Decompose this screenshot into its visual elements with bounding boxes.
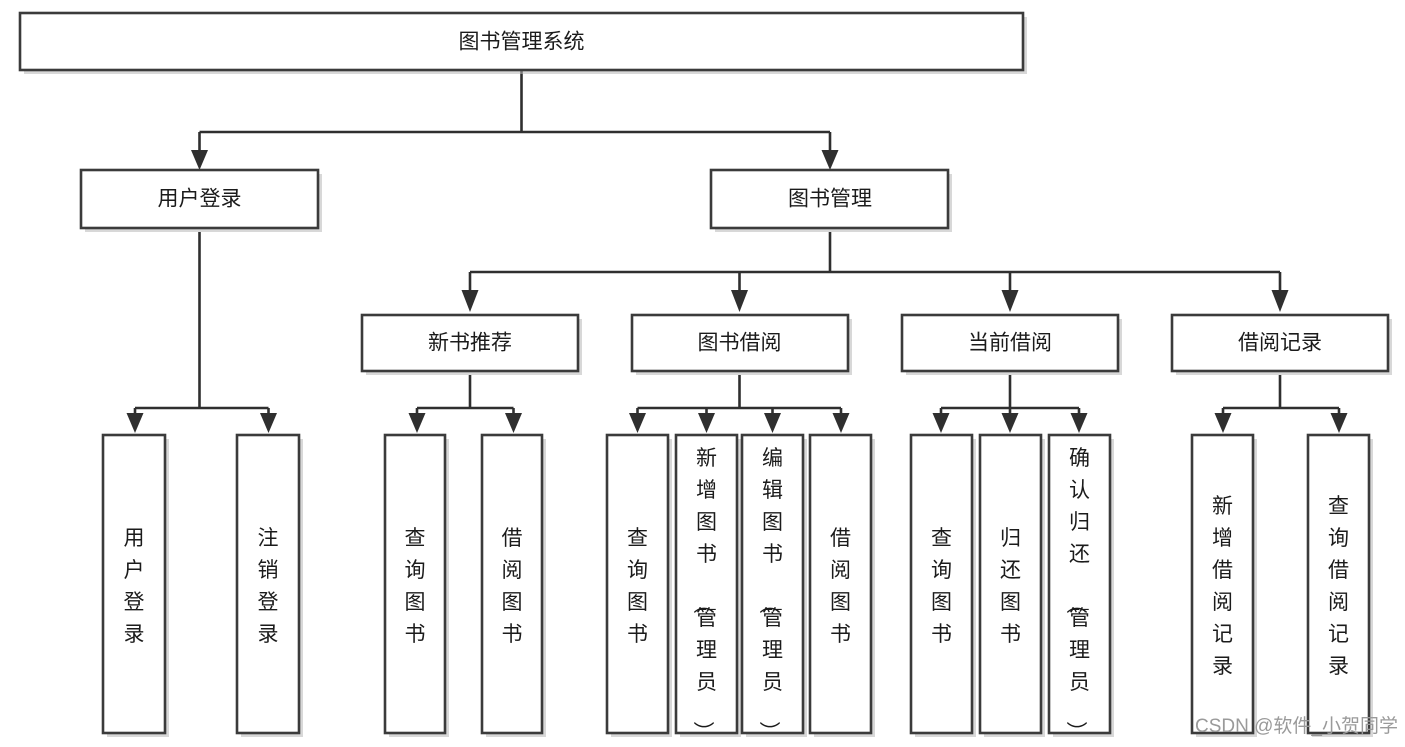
- node-leaf-query-record-label: 查询借阅记录: [1328, 495, 1349, 678]
- node-leaf-borrow-book-2-label: 借阅图书: [830, 527, 851, 646]
- node-new-book-rec-box[interactable]: [360, 313, 580, 373]
- node-leaf-add-record[interactable]: 新增借阅记录: [1190, 433, 1257, 737]
- node-leaf-borrow-book-2[interactable]: 借阅图书: [808, 433, 875, 737]
- node-leaf-edit-book[interactable]: 编辑图书（管理员）: [740, 433, 807, 742]
- node-book-borrow-box[interactable]: [630, 313, 850, 373]
- node-leaf-edit-book-box[interactable]: [740, 433, 805, 735]
- node-leaf-return-book[interactable]: 归还图书: [978, 433, 1045, 737]
- arrow-leaf-query-book-2: [629, 413, 646, 433]
- node-user-login-box[interactable]: [79, 168, 320, 230]
- connector-layer: [126, 70, 1348, 433]
- node-leaf-add-book[interactable]: 新增图书（管理员）: [674, 433, 741, 742]
- node-current-borrow[interactable]: 当前借阅: [900, 313, 1122, 375]
- arrow-leaf-borrow-book-2: [832, 413, 850, 433]
- node-leaf-query-book-1-label: 查询图书: [405, 527, 426, 646]
- node-user-login-label: 用户登录: [158, 188, 242, 211]
- arrow-borrow-record: [1271, 290, 1289, 312]
- node-borrow-record[interactable]: 借阅记录: [1170, 313, 1392, 375]
- node-leaf-confirm-return[interactable]: 确认归还（管理员）: [1047, 433, 1114, 742]
- node-leaf-query-record[interactable]: 查询借阅记录: [1306, 433, 1373, 737]
- node-leaf-user-logout-box[interactable]: [235, 433, 301, 735]
- node-leaf-add-record-box[interactable]: [1190, 433, 1255, 735]
- node-book-borrow[interactable]: 图书借阅: [630, 313, 852, 375]
- watermark-label: CSDN @软件_小贺同学: [1195, 715, 1398, 737]
- arrow-leaf-query-record: [1330, 413, 1348, 433]
- arrow-leaf-confirm-return: [1070, 413, 1088, 433]
- node-book-manage[interactable]: 图书管理: [709, 168, 952, 232]
- node-leaf-query-book-2[interactable]: 查询图书: [605, 433, 672, 737]
- node-leaf-confirm-return-box[interactable]: [1047, 433, 1112, 735]
- node-leaf-return-book-box[interactable]: [978, 433, 1043, 735]
- node-leaf-confirm-return-label: 确认归还（管理员）: [1064, 447, 1090, 742]
- arrow-leaf-query-book-1: [408, 413, 426, 433]
- node-leaf-user-login-box[interactable]: [101, 433, 167, 735]
- node-user-login[interactable]: 用户登录: [79, 168, 322, 232]
- node-leaf-user-logout-label: 注销登录: [258, 527, 279, 646]
- node-leaf-add-record-label: 新增借阅记录: [1212, 495, 1233, 678]
- node-borrow-record-box[interactable]: [1170, 313, 1390, 373]
- node-leaf-borrow-book-1[interactable]: 借阅图书: [480, 433, 546, 737]
- arrow-leaf-add-book: [698, 413, 715, 433]
- node-book-borrow-label: 图书借阅: [698, 332, 782, 355]
- arrow-book-borrow: [731, 290, 748, 312]
- arrow-book-manage: [821, 150, 839, 170]
- node-leaf-query-book-3[interactable]: 查询图书: [909, 433, 976, 737]
- node-leaf-user-login-label: 用户登录: [124, 527, 145, 646]
- arrow-leaf-user-logout: [260, 413, 277, 433]
- node-current-borrow-label: 当前借阅: [968, 332, 1052, 355]
- node-leaf-user-logout[interactable]: 注销登录: [235, 433, 303, 737]
- node-leaf-query-book-1-box[interactable]: [383, 433, 447, 735]
- arrow-user-login: [191, 150, 208, 170]
- node-book-manage-box[interactable]: [709, 168, 950, 230]
- node-new-book-rec[interactable]: 新书推荐: [360, 313, 582, 375]
- arrow-new-book-rec: [461, 290, 479, 312]
- node-leaf-add-book-box[interactable]: [674, 433, 739, 735]
- node-leaf-query-book-3-label: 查询图书: [931, 527, 952, 646]
- arrow-current-borrow: [1001, 290, 1019, 312]
- node-borrow-record-label: 借阅记录: [1238, 332, 1322, 355]
- node-leaf-query-book-2-label: 查询图书: [627, 527, 648, 646]
- node-root-box[interactable]: [18, 11, 1025, 72]
- node-leaf-user-login[interactable]: 用户登录: [101, 433, 169, 737]
- node-book-manage-label: 图书管理: [788, 188, 872, 211]
- arrow-leaf-user-login: [126, 413, 144, 433]
- node-leaf-edit-book-label: 编辑图书（管理员）: [757, 447, 783, 742]
- node-leaf-query-book-3-box[interactable]: [909, 433, 974, 735]
- node-root-label: 图书管理系统: [459, 31, 585, 54]
- node-leaf-query-record-box[interactable]: [1306, 433, 1371, 735]
- node-root[interactable]: 图书管理系统: [18, 11, 1027, 74]
- node-current-borrow-box[interactable]: [900, 313, 1120, 373]
- node-leaf-borrow-book-2-box[interactable]: [808, 433, 873, 735]
- node-leaf-return-book-label: 归还图书: [1000, 527, 1021, 646]
- arrow-leaf-add-record: [1214, 413, 1232, 433]
- node-leaf-query-book-2-box[interactable]: [605, 433, 670, 735]
- node-leaf-query-book-1[interactable]: 查询图书: [383, 433, 449, 737]
- node-leaf-borrow-book-1-label: 借阅图书: [502, 527, 523, 646]
- node-leaf-add-book-label: 新增图书（管理员）: [691, 447, 717, 742]
- arrow-leaf-return-book: [1001, 413, 1019, 433]
- node-new-book-rec-label: 新书推荐: [428, 332, 512, 355]
- arrow-leaf-query-book-3: [932, 413, 950, 433]
- arrow-leaf-borrow-book-1: [505, 413, 522, 433]
- arrow-leaf-edit-book: [764, 413, 781, 433]
- node-leaf-borrow-book-1-box[interactable]: [480, 433, 544, 735]
